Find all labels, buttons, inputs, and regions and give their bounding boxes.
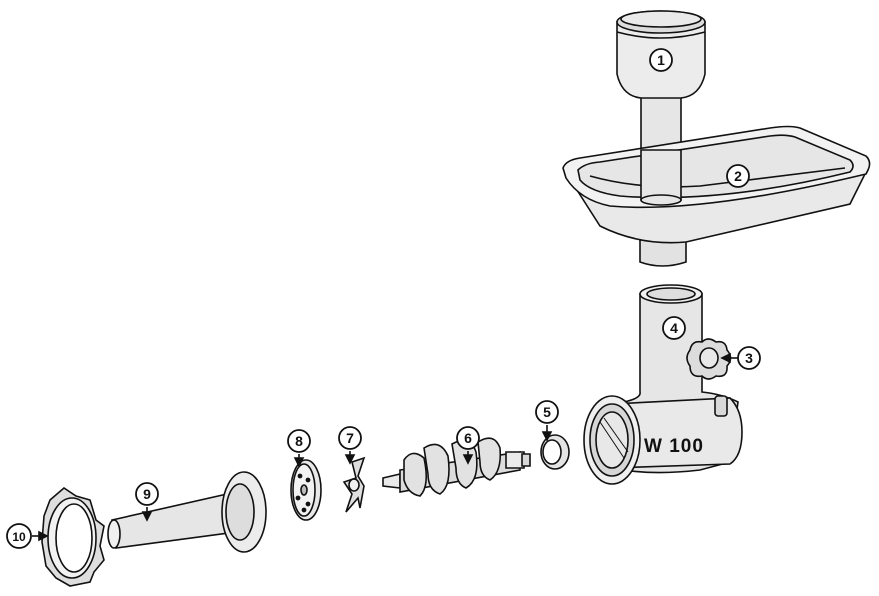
callout-7: 7: [338, 426, 362, 450]
arrowhead-8: [293, 457, 305, 468]
arrowhead-9: [141, 511, 153, 522]
grinding-plate: [291, 460, 321, 520]
callout-number: 8: [295, 433, 303, 449]
callout-number: 7: [346, 430, 354, 446]
arrowhead-6: [462, 454, 474, 465]
callout-3: 3: [737, 346, 761, 370]
callout-2: 2: [726, 164, 750, 188]
callout-number: 4: [670, 320, 678, 336]
cutting-blade: [344, 458, 364, 512]
arrowhead-3: [720, 352, 731, 364]
callout-6: 6: [456, 426, 480, 450]
callout-number: 9: [143, 486, 151, 502]
auger-screw: [383, 438, 530, 496]
callout-9: 9: [135, 482, 159, 506]
callout-arrows: [32, 352, 738, 542]
arrowhead-7: [344, 454, 356, 465]
callout-number: 3: [745, 350, 753, 366]
food-pusher-shaft-through-tray: [641, 150, 681, 205]
callout-8: 8: [287, 429, 311, 453]
locking-knob: [687, 339, 731, 379]
feeding-tray: [563, 127, 870, 267]
callout-number: 5: [543, 404, 551, 420]
locking-ring: [42, 488, 104, 586]
bushing-ring: [541, 435, 569, 469]
callout-number: 6: [464, 430, 472, 446]
callout-5: 5: [535, 400, 559, 424]
arrowhead-5: [541, 431, 553, 442]
callout-number: 10: [12, 530, 26, 544]
grinder-body: [584, 285, 742, 484]
callout-number: 2: [734, 168, 742, 184]
callout-10: 10: [6, 523, 32, 549]
callout-4: 4: [662, 316, 686, 340]
sausage-funnel: [108, 472, 266, 552]
brand-label: W 100: [644, 436, 704, 457]
arrowhead-10: [38, 530, 49, 542]
callout-number: 1: [657, 52, 665, 68]
callout-1: 1: [649, 48, 673, 72]
